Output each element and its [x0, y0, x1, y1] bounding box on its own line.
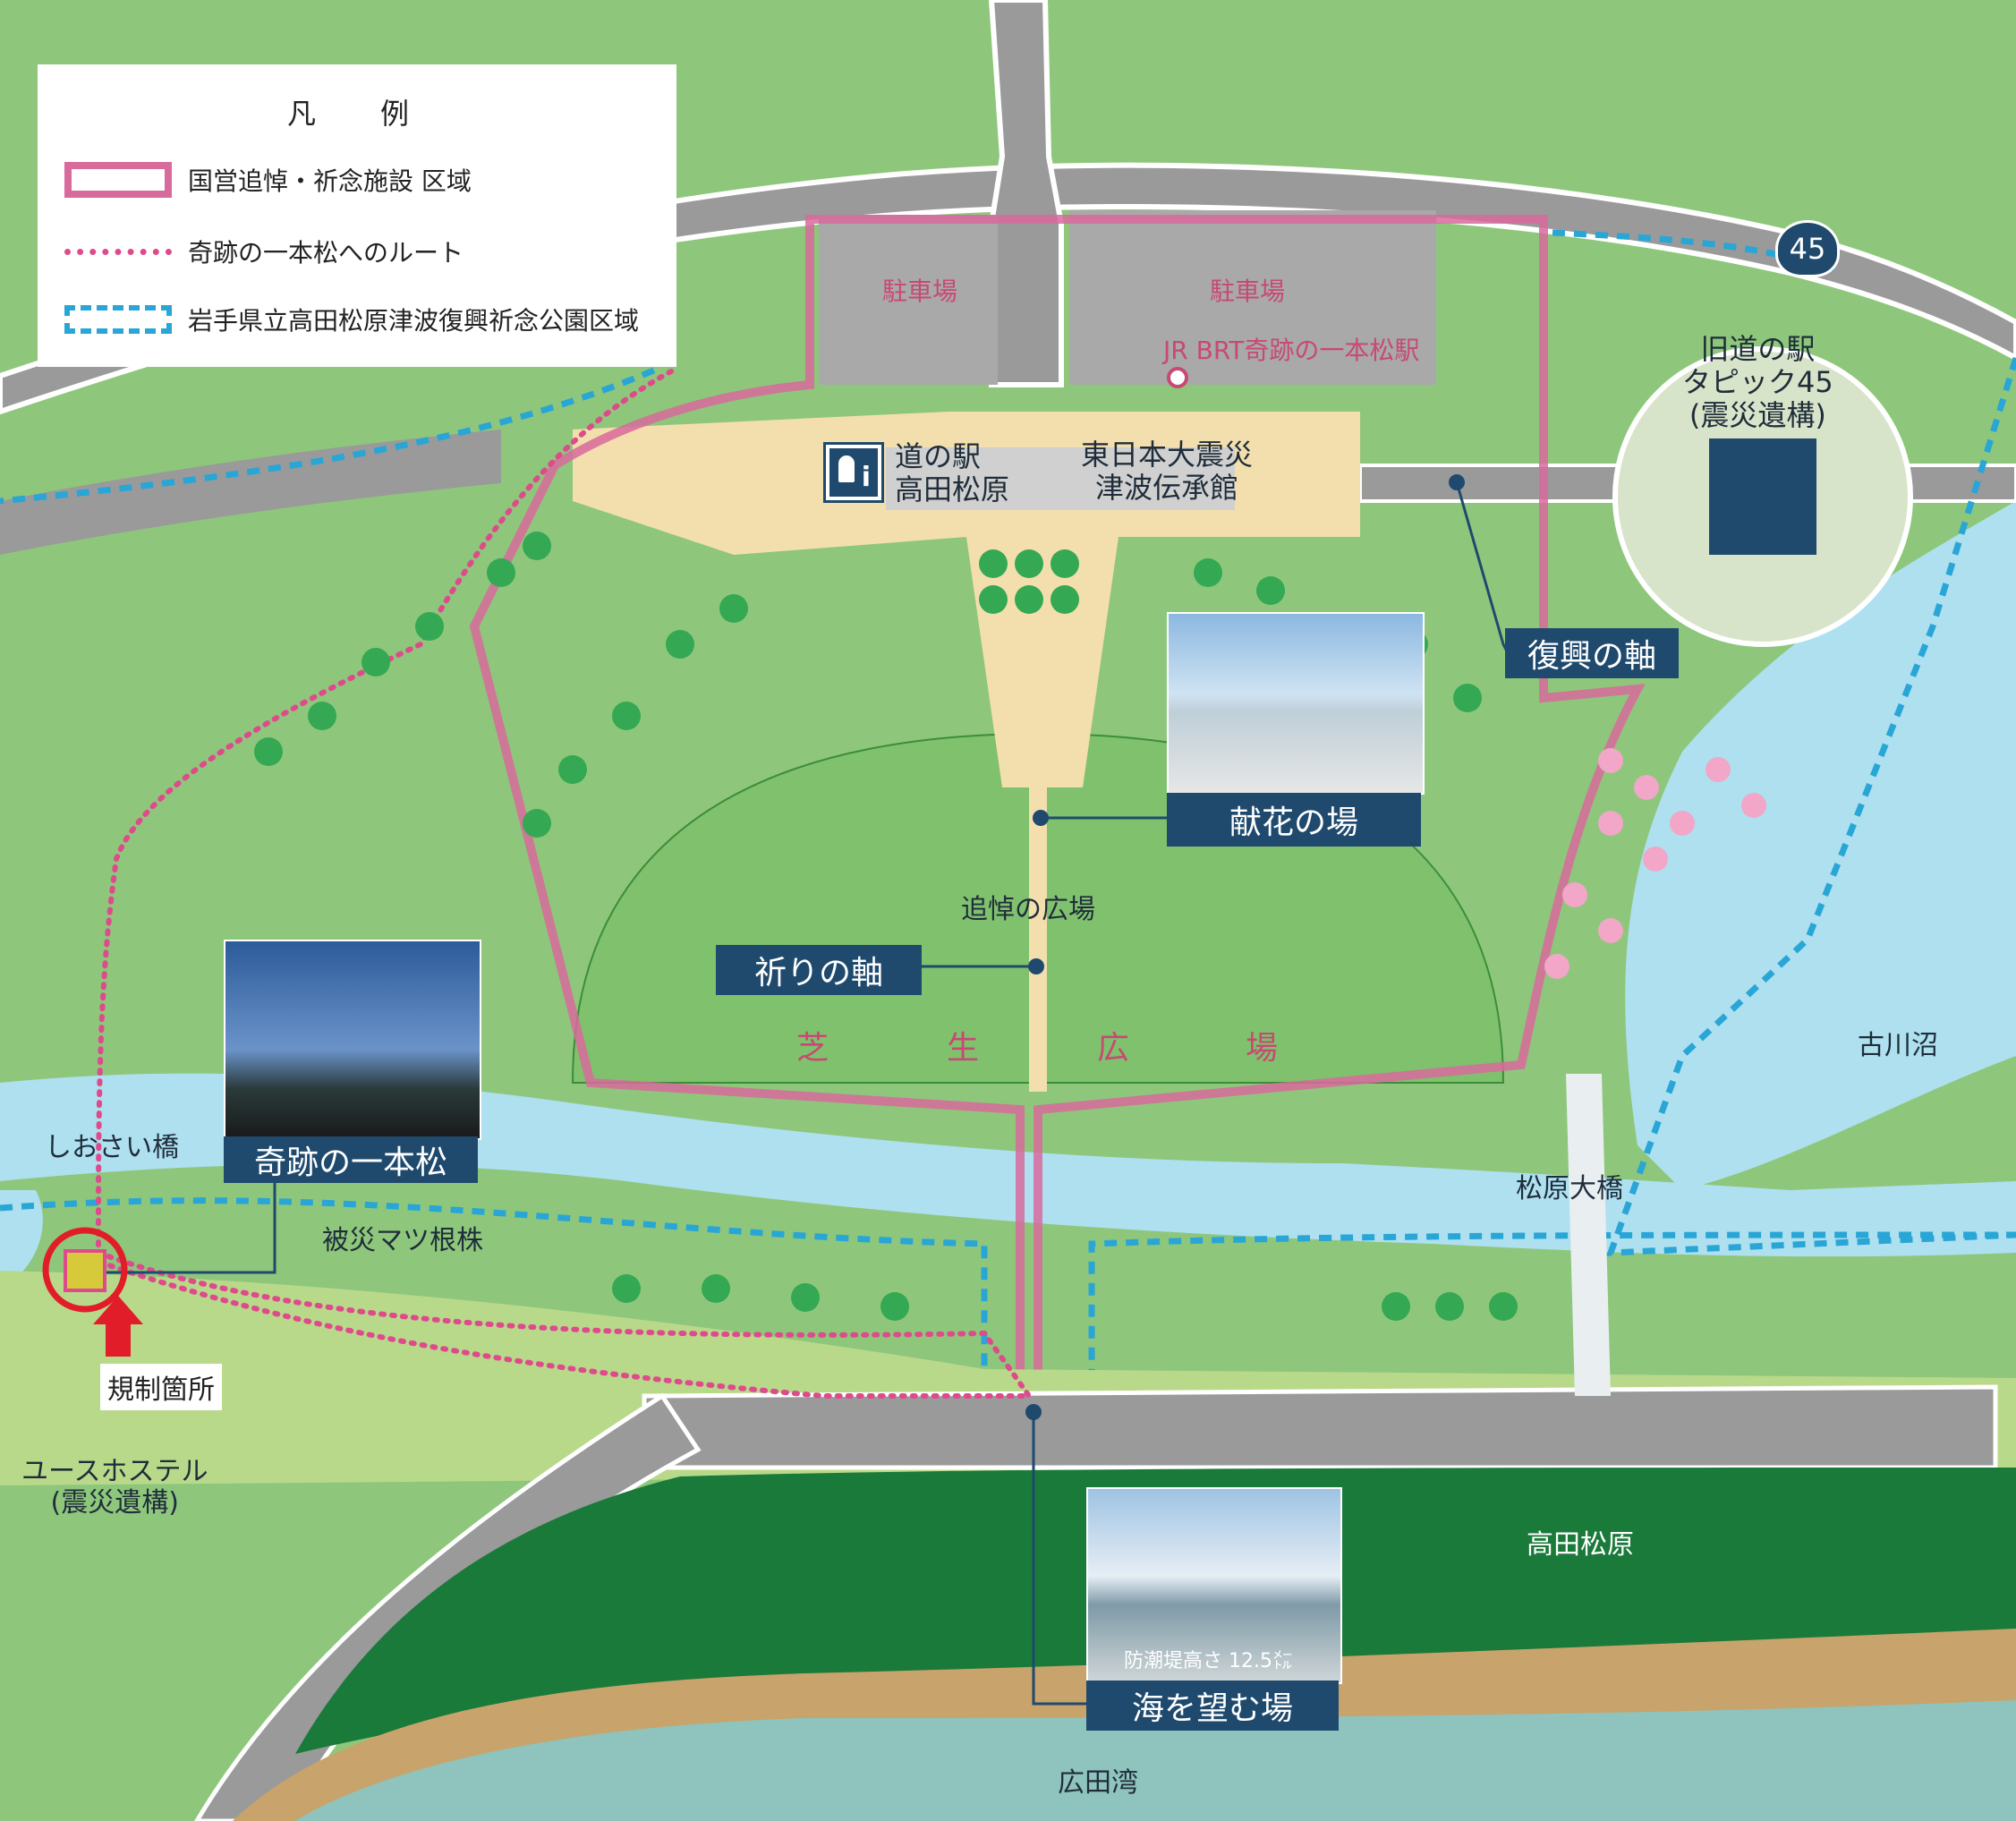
route-45-road [0, 162, 2016, 415]
lawn-char-2: 生 [947, 1030, 980, 1067]
youth-hostel-label: ユースホステル (震災遺構) [21, 1456, 208, 1519]
furukawa-label: 古川沼 [1858, 1030, 1938, 1061]
seawall-photo: 防潮堤高さ 12.5㍍ [1086, 1487, 1342, 1684]
sand-beach [233, 1629, 2016, 1821]
lawn-char-3: 広 [1097, 1030, 1130, 1067]
matsubara-bridge-label: 松原大橋 [1516, 1173, 1623, 1204]
michi-no-eki-label: 道の駅 高田松原 [895, 439, 1010, 506]
west-road [0, 430, 501, 555]
denshokan-label: 東日本大震災 津波伝承館 [1081, 438, 1254, 505]
river-left-bank [0, 1190, 43, 1289]
legend: 凡 例 国営追悼・祈念施設 区域 奇跡の一本松へのルート 岩手県立高田松原津波復… [38, 64, 676, 367]
seawall-road [642, 1384, 1998, 1470]
route-to-miracle-pine [95, 369, 1034, 1399]
lawn-char-1: 芝 [796, 1030, 829, 1067]
parking-lot-left [819, 215, 998, 385]
hirota-bay [295, 1700, 2016, 1821]
kenka-callout: 献花の場 [1167, 793, 1421, 847]
matsubara-bridge-road [1566, 1074, 1611, 1396]
legend-row-park: 岩手県立高田松原津波復興祈念公園区域 [64, 297, 639, 342]
callout-lines [98, 481, 1514, 1706]
legend-row-route: 奇跡の一本松へのルート [64, 229, 464, 274]
brt-station-marker [1167, 367, 1188, 388]
river [0, 1073, 2016, 1257]
route-45-sign: 45 [1775, 220, 1840, 277]
seawall-caption: 防潮堤高さ 12.5㍍ [1124, 1650, 1292, 1672]
hirota-bay-label: 広田湾 [1058, 1767, 1138, 1799]
red-arrow-icon [93, 1296, 143, 1357]
legend-area-swatch [64, 162, 172, 198]
miracle-pine-callout: 奇跡の一本松 [224, 1136, 478, 1183]
inori-axis-callout: 祈りの軸 [716, 945, 922, 995]
tsuito-plaza-label: 追悼の広場 [961, 894, 1095, 925]
miracle-pine-photo [224, 940, 481, 1140]
old-station-label: 旧道の駅 タピック45 (震災遺構) [1682, 332, 1833, 432]
michi-no-eki-icon [823, 442, 884, 503]
lawn-char-4: 場 [1246, 1030, 1279, 1067]
tsuito-axis [1029, 787, 1047, 1092]
shiosai-bridge-label: しおさい橋 [45, 1132, 179, 1163]
parking-left-label: 駐車場 [882, 277, 958, 306]
legend-title: 凡 例 [286, 97, 427, 131]
legend-label: 奇跡の一本松へのルート [188, 238, 464, 268]
takata-matsubara-label: 高田松原 [1527, 1529, 1634, 1561]
legend-label: 岩手県立高田松原津波復興祈念公園区域 [188, 306, 640, 336]
brt-station-label: JR BRT奇跡の一本松駅 [1163, 336, 1420, 365]
legend-label: 国営追悼・祈念施設 区域 [188, 166, 472, 196]
facility-area-outline [469, 215, 1646, 1400]
fukko-axis-callout: 復興の軸 [1505, 628, 1679, 678]
umi-callout: 海を望む場 [1086, 1681, 1339, 1731]
legend-park-swatch [64, 305, 172, 334]
parking-lot-right [1069, 210, 1436, 385]
regulation-label: 規制箇所 [100, 1364, 222, 1410]
legend-route-swatch [64, 248, 172, 255]
hisai-matsu-label: 被災マツ根株 [322, 1225, 483, 1256]
old-station-building [1709, 438, 1816, 555]
red-circle-marker [42, 1227, 128, 1313]
cherry-trees [1544, 748, 1766, 979]
kenka-photo [1167, 612, 1425, 795]
north-road [988, 0, 1064, 387]
legend-row-facility: 国営追悼・祈念施設 区域 [64, 157, 472, 202]
michi-building [886, 447, 1235, 510]
parking-right-label: 駐車場 [1210, 277, 1286, 306]
